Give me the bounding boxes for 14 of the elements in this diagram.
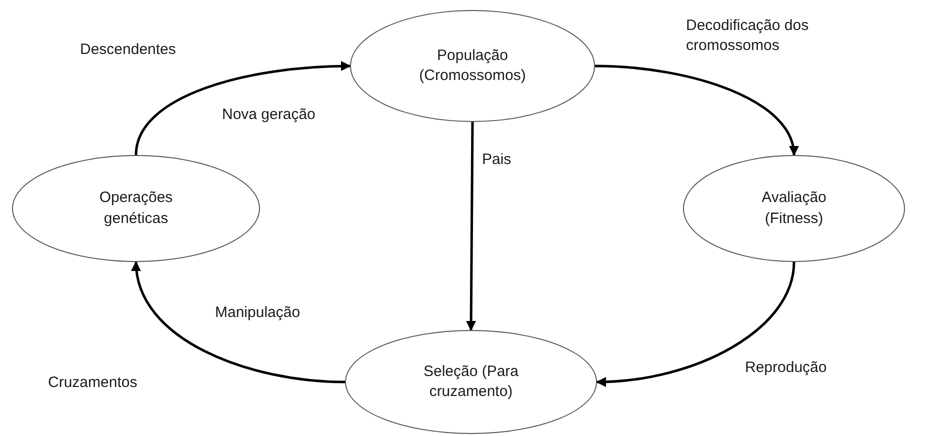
edge-label: Manipulação [215,303,300,324]
arrow [132,261,346,384]
node-label: Operações genéticas [98,188,174,228]
node-label: Avaliação (Fitness) [760,188,828,228]
arrow [134,61,351,156]
arrow [596,262,796,387]
node-label: Seleção (Para cruzamento) [422,362,520,402]
edge-label: Reprodução [745,358,827,378]
edge-label: Nova geração [222,105,316,126]
node-label: População (Cromossomos) [418,46,527,86]
annotation-label: Cruzamentos [48,373,138,393]
annotation-label: Descendentes [80,40,176,60]
arrow [466,122,476,331]
arrow [594,64,798,156]
